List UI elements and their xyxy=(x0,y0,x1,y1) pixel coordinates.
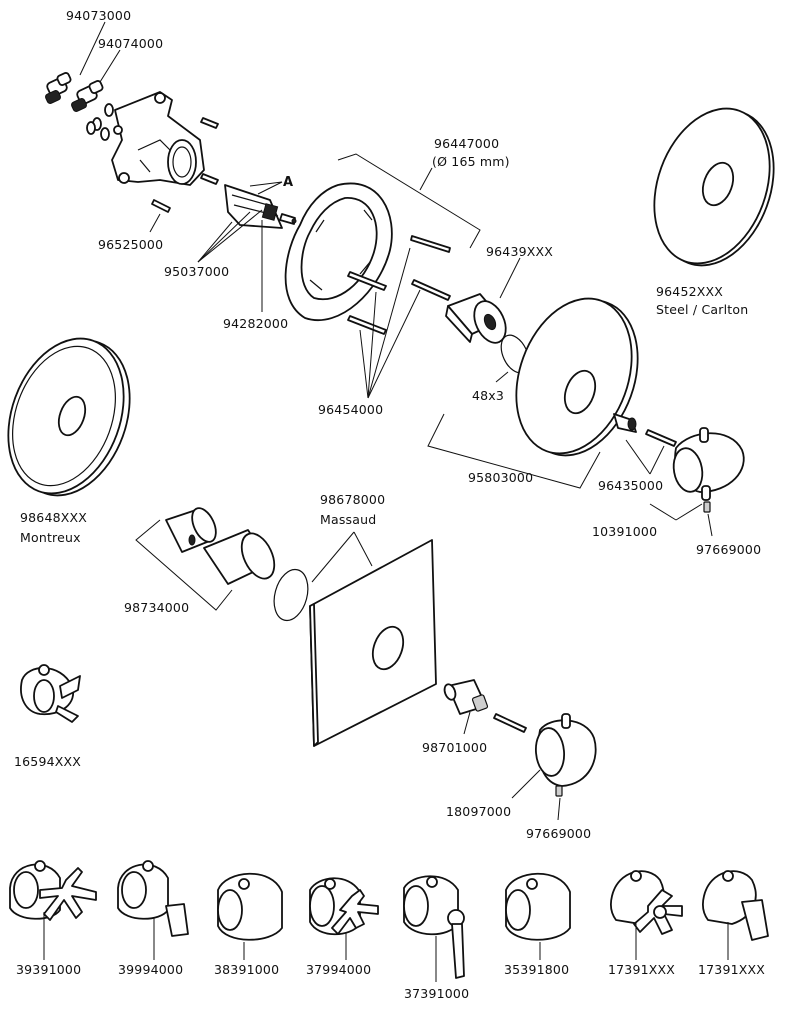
part-label-98734000: 98734000 xyxy=(124,600,189,615)
adapter-96435000 xyxy=(613,413,677,447)
screws-small xyxy=(151,117,219,213)
part-label-96452xxx-note: Steel / Carlton xyxy=(656,302,748,317)
handle-17391xxx-cross xyxy=(609,870,683,960)
part-label-97669000-a: 97669000 xyxy=(696,542,761,557)
knob-18097000 xyxy=(534,713,597,797)
valve-body xyxy=(111,91,205,186)
part-label-96435000: 96435000 xyxy=(598,478,663,493)
handle-label-6: 35391800 xyxy=(504,962,569,977)
part-label-94074000: 94074000 xyxy=(98,36,163,51)
marker-a: A xyxy=(283,175,293,190)
handle-label-2: 39994000 xyxy=(118,962,183,977)
handle-label-3: 38391000 xyxy=(214,962,279,977)
handle-17391xxx-lever xyxy=(701,870,769,960)
handle-label-7: 17391XXX xyxy=(608,962,675,977)
handle-label-4: 37994000 xyxy=(306,962,371,977)
part-label-96454000: 96454000 xyxy=(318,402,383,417)
part-label-95037000: 95037000 xyxy=(164,264,229,279)
part-label-94073000: 94073000 xyxy=(66,8,131,23)
mounting-ring-96447000 xyxy=(284,182,393,321)
part-label-10391000: 10391000 xyxy=(592,524,657,539)
handle-35391800 xyxy=(505,872,571,960)
part-label-96525000: 96525000 xyxy=(98,237,163,252)
cross-handle-16594xxx xyxy=(20,664,81,723)
extension-98701000 xyxy=(443,679,527,733)
part-label-96439xxx: 96439XXX xyxy=(486,244,553,259)
small-o-rings xyxy=(86,103,114,141)
part-label-18097000: 18097000 xyxy=(446,804,511,819)
cartridge-95037000 xyxy=(224,184,297,229)
part-label-98678000: 98678000 xyxy=(320,492,385,507)
part-label-96447000: 96447000 xyxy=(434,136,499,151)
part-label-16594xxx: 16594XXX xyxy=(14,754,81,769)
handle-37994000 xyxy=(309,877,379,960)
part-label-94282000: 94282000 xyxy=(223,316,288,331)
check-valve-94073000 xyxy=(45,72,72,105)
part-label-96452xxx: 96452XXX xyxy=(656,284,723,299)
o-ring-massaud xyxy=(273,568,309,622)
cover-plate-98648xxx xyxy=(7,337,131,497)
long-screws-96454000 xyxy=(347,235,451,335)
extension-sleeve-96439xxx xyxy=(445,293,507,344)
handle-label-1: 39391000 xyxy=(16,962,81,977)
handle-38391000 xyxy=(217,872,283,960)
knob-10391000 xyxy=(672,427,745,513)
part-label-98678000-note: Massaud xyxy=(320,512,376,527)
part-label-48x3: 48x3 xyxy=(472,388,504,403)
part-label-98648xxx: 98648XXX xyxy=(20,510,87,525)
cover-plate-95803000 xyxy=(515,297,639,457)
handle-39994000 xyxy=(117,860,189,960)
handle-label-5: 37391000 xyxy=(404,986,469,1001)
handle-39391000 xyxy=(9,860,97,960)
handle-37391000 xyxy=(403,875,465,982)
part-label-98648xxx-note: Montreux xyxy=(20,530,81,545)
part-label-95803000: 95803000 xyxy=(468,470,533,485)
part-label-98701000: 98701000 xyxy=(422,740,487,755)
sleeve-98734000 xyxy=(165,507,276,585)
part-label-97669000-b: 97669000 xyxy=(526,826,591,841)
check-valve-94074000 xyxy=(71,80,104,113)
square-plate-98678000 xyxy=(309,539,437,747)
cover-plate-96452xxx xyxy=(653,107,775,267)
part-label-96447000-note: (Ø 165 mm) xyxy=(432,154,510,169)
handle-label-8: 17391XXX xyxy=(698,962,765,977)
